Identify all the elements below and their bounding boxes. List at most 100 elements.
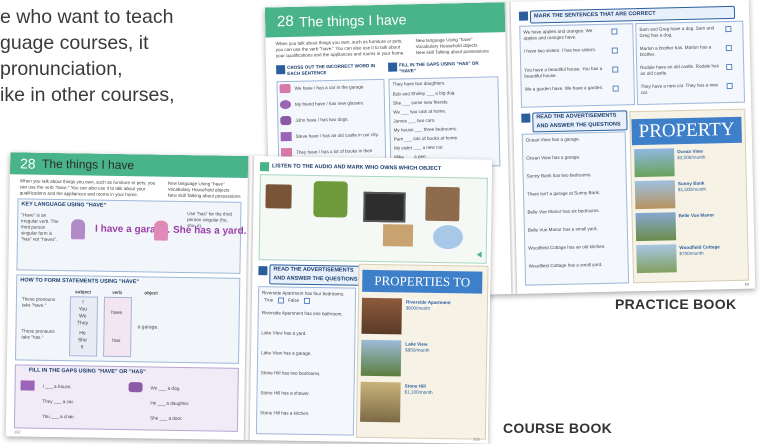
exercise-title: READ THE ADVERTISEMENTS AND ANSWER THE Q… xyxy=(532,110,628,133)
practice-book-caption: PRACTICE BOOK xyxy=(615,296,737,312)
table-icon xyxy=(425,186,460,222)
exercise-item: Rodale have an old castle. Rodale has an… xyxy=(640,63,719,77)
section-note: "Have" is an irregular verb. The third p… xyxy=(20,212,59,242)
exercise-number-badge xyxy=(521,113,531,123)
exercise-item: We have apples and oranges. We apples an… xyxy=(523,28,593,41)
answer-checkbox[interactable] xyxy=(612,66,619,73)
table-subject: They xyxy=(76,320,89,327)
exercise-title: FILL IN THE GAPS USING "HAS" OR "HAVE" xyxy=(399,60,479,74)
castle-icon xyxy=(280,131,292,142)
intro-text: e who want to teach guage courses, it pr… xyxy=(0,4,280,108)
answer-checkbox[interactable] xyxy=(612,85,619,92)
car-icon xyxy=(279,83,291,94)
exercise-item: You have a beautiful house. You has a be… xyxy=(524,65,603,79)
table-header: subject xyxy=(74,289,92,295)
table-subject: He xyxy=(79,330,86,337)
exercise-number-badge xyxy=(258,266,268,276)
property-ad-banner: PROPERTIES TO RENT xyxy=(362,269,483,311)
answer-checkbox[interactable] xyxy=(611,28,618,35)
house-photo xyxy=(360,381,401,423)
unit-intro: When you talk about things you own, such… xyxy=(19,178,156,198)
house-photo xyxy=(636,244,677,274)
course-book: 28 The things I have When you talk about… xyxy=(5,152,493,444)
table-header: verb xyxy=(112,289,122,296)
table-header: object xyxy=(144,290,158,296)
dog-icon xyxy=(128,382,143,393)
table-verb: have xyxy=(111,309,123,317)
listing-price: $600/month xyxy=(405,305,431,311)
lamp-icon xyxy=(432,224,464,250)
exercise-title: READ THE ADVERTISEMENTS AND ANSWER THE Q… xyxy=(269,264,361,286)
listing-price: $950/month xyxy=(405,347,430,353)
house-photo xyxy=(634,148,675,178)
intro-line: ike in other courses, xyxy=(0,84,175,106)
unit-title: The things I have xyxy=(41,156,135,173)
apartment-photo xyxy=(361,297,403,335)
listing-price: $1,100/month xyxy=(404,389,433,395)
false-label: False xyxy=(287,297,300,303)
answer-checkbox[interactable] xyxy=(725,25,732,33)
exercise-item: I ___ a house. xyxy=(42,383,72,390)
intro-line: e who want to teach xyxy=(0,6,174,28)
tv-icon xyxy=(363,191,406,223)
table-subject: She xyxy=(77,337,87,344)
intro-line: pronunciation, xyxy=(0,58,123,80)
answer-checkbox[interactable] xyxy=(726,82,733,90)
table-verb: has xyxy=(112,337,121,344)
page-number: 103 xyxy=(473,436,480,442)
intro-line: guage courses, it xyxy=(0,32,149,54)
house-icon xyxy=(20,380,35,391)
table-subject: We xyxy=(78,313,87,320)
exercise-item: She ___ a door. xyxy=(150,415,183,421)
course-right-page: LISTEN TO THE AUDIO AND MARK WHO OWNS WH… xyxy=(249,156,493,444)
true-checkbox[interactable] xyxy=(277,297,285,304)
page-number: 89 xyxy=(744,281,750,287)
unit-number: 28 xyxy=(276,12,294,31)
exercise-item: They ___ a car. xyxy=(42,398,75,405)
exercise-item: You ___ a chair. xyxy=(42,413,75,420)
exercise-number-badge xyxy=(276,65,286,75)
property-ad-banner: PROPERTY xyxy=(631,116,742,146)
legend-item: New skill Talking about possessions xyxy=(167,192,241,199)
practice-right-page: MARK THE SENTENCES THAT ARE CORRECT We h… xyxy=(510,0,756,294)
example-sentence: She has a yard. xyxy=(172,224,247,237)
side-note: These pronouns take "have." xyxy=(21,296,56,308)
exercise-title: LISTEN TO THE AUDIO AND MARK WHO OWNS WH… xyxy=(272,163,442,173)
exercise-item: Marlon a brother has. Marlon has a broth… xyxy=(639,44,712,58)
chair-icon xyxy=(265,184,292,209)
house-photo xyxy=(360,339,402,377)
legend-item: New skill Talking about possessions xyxy=(415,48,489,56)
house-photo xyxy=(634,180,676,210)
side-note: These pronouns take "has." xyxy=(21,328,55,340)
exercise-number-badge xyxy=(518,11,529,21)
person-icon xyxy=(153,220,169,241)
house-photo xyxy=(635,212,677,242)
dog-icon xyxy=(280,115,292,126)
unit-title: The things I have xyxy=(298,11,407,30)
answer-checkbox[interactable] xyxy=(726,63,733,71)
course-book-caption: COURSE BOOK xyxy=(503,420,613,436)
verb-column xyxy=(103,296,132,358)
exercise-number-badge xyxy=(259,162,270,172)
answer-checkbox[interactable] xyxy=(611,47,618,54)
exercise-item: He ___ a daughter. xyxy=(150,400,190,407)
table-subject: I xyxy=(82,299,84,306)
table-subject: You xyxy=(78,306,88,313)
cupboard-icon xyxy=(382,224,414,247)
table-subject: It xyxy=(80,344,84,351)
true-label: True xyxy=(263,297,274,303)
exercise-item: They have a new car. They has a new car. xyxy=(640,82,718,96)
exercise-item: Sam and Greg have a dog. Sam and Greg ha… xyxy=(639,25,715,39)
page-number: 102 xyxy=(13,429,21,435)
person-icon xyxy=(70,219,86,240)
false-checkbox[interactable] xyxy=(303,297,311,304)
exercise-item: We ___ a dog. xyxy=(150,385,181,391)
armchair-icon xyxy=(313,181,348,218)
exercise-title: CROSS OUT THE INCORRECT WORD IN EACH SEN… xyxy=(287,63,376,77)
audio-icon[interactable] xyxy=(476,251,482,258)
unit-number: 28 xyxy=(19,155,36,172)
unit-intro: When you talk about things you own, such… xyxy=(275,38,405,59)
answer-checkbox[interactable] xyxy=(725,44,732,52)
course-left-page: 28 The things I have When you talk about… xyxy=(5,152,249,440)
table-object: a garage. xyxy=(137,324,159,331)
